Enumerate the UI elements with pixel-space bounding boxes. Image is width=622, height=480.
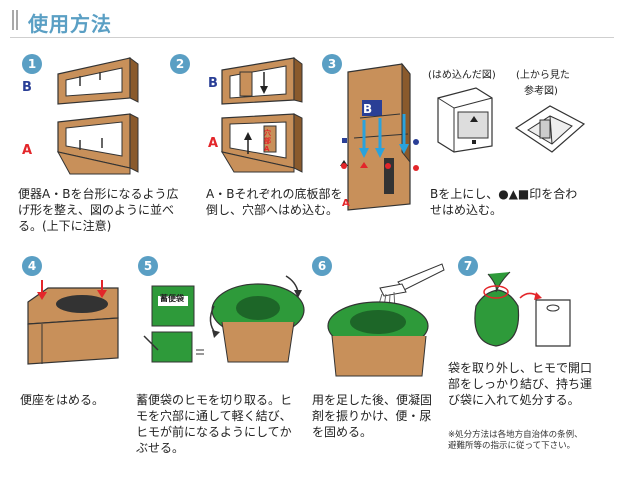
step-3-caption: Bを上にし、●▲■印を合わせはめ込む。 bbox=[430, 187, 578, 217]
piece-a-label: A bbox=[342, 198, 350, 209]
step-3-badge: 3 bbox=[322, 54, 342, 74]
step-2-caption: A・Bそれぞれの底板部を倒し、穴部へはめ込む。 bbox=[206, 187, 343, 217]
step-7-caption: 袋を取り外し、ヒモで開口部をしっかり結び、持ち運び袋に入れて処分する。 bbox=[448, 361, 593, 407]
header-divider bbox=[10, 37, 614, 38]
page-title: 使用方法 bbox=[28, 12, 112, 36]
step-2-illustration bbox=[220, 57, 303, 173]
step-2-badge: 2 bbox=[170, 54, 190, 74]
step-3-assembly-illustration bbox=[340, 62, 419, 211]
step-4-caption: 便座をはめる。 bbox=[20, 393, 105, 407]
step-1-caption: 便器A・Bを台形になるよう広げ形を整え、図のように並べる。(上下に注意) bbox=[18, 187, 179, 233]
step-4-badge: 4 bbox=[22, 256, 42, 276]
step-6-illustration bbox=[327, 263, 445, 377]
hole-a-label: 穴部A bbox=[264, 129, 271, 153]
header-accent-bar bbox=[12, 10, 14, 30]
step-6-caption: 用を足した後、便凝固剤を振りかけ、便・尿を固める。 bbox=[312, 393, 433, 439]
top-view-label: (上から見た bbox=[516, 70, 570, 81]
step-1-illustration bbox=[57, 57, 139, 175]
piece-a-label: A bbox=[22, 143, 33, 158]
step-5-illustration bbox=[143, 275, 305, 363]
fitted-figure bbox=[437, 87, 493, 153]
section-header: 使用方法 bbox=[10, 6, 614, 38]
step-5-caption: 蓄便袋のヒモを切り取る。ヒモを穴部に通して軽く結び、ヒモが前になるようにしてかぶ… bbox=[136, 393, 293, 455]
piece-b-label: B bbox=[22, 80, 32, 95]
disposal-note: ※処分方法は各地方自治体の条例、避難所等の指示に従って下さい。 bbox=[448, 430, 583, 451]
top-view-label-line2: 参考図) bbox=[524, 86, 558, 97]
piece-b-label: B bbox=[363, 102, 373, 116]
step-4-illustration bbox=[27, 280, 119, 365]
piece-b-label: B bbox=[208, 76, 218, 91]
step-6-badge: 6 bbox=[312, 256, 332, 276]
top-view-figure bbox=[514, 105, 586, 153]
step-1-badge: 1 bbox=[22, 54, 42, 74]
step-5-badge: 5 bbox=[138, 256, 158, 276]
bag-label: 蓄便袋 bbox=[160, 294, 184, 303]
header-accent-bar bbox=[16, 10, 18, 30]
piece-a-label: A bbox=[208, 136, 219, 151]
step-7-illustration bbox=[474, 271, 571, 347]
fitted-figure-label: (はめ込んだ図) bbox=[428, 70, 496, 81]
step-7-badge: 7 bbox=[458, 256, 478, 276]
